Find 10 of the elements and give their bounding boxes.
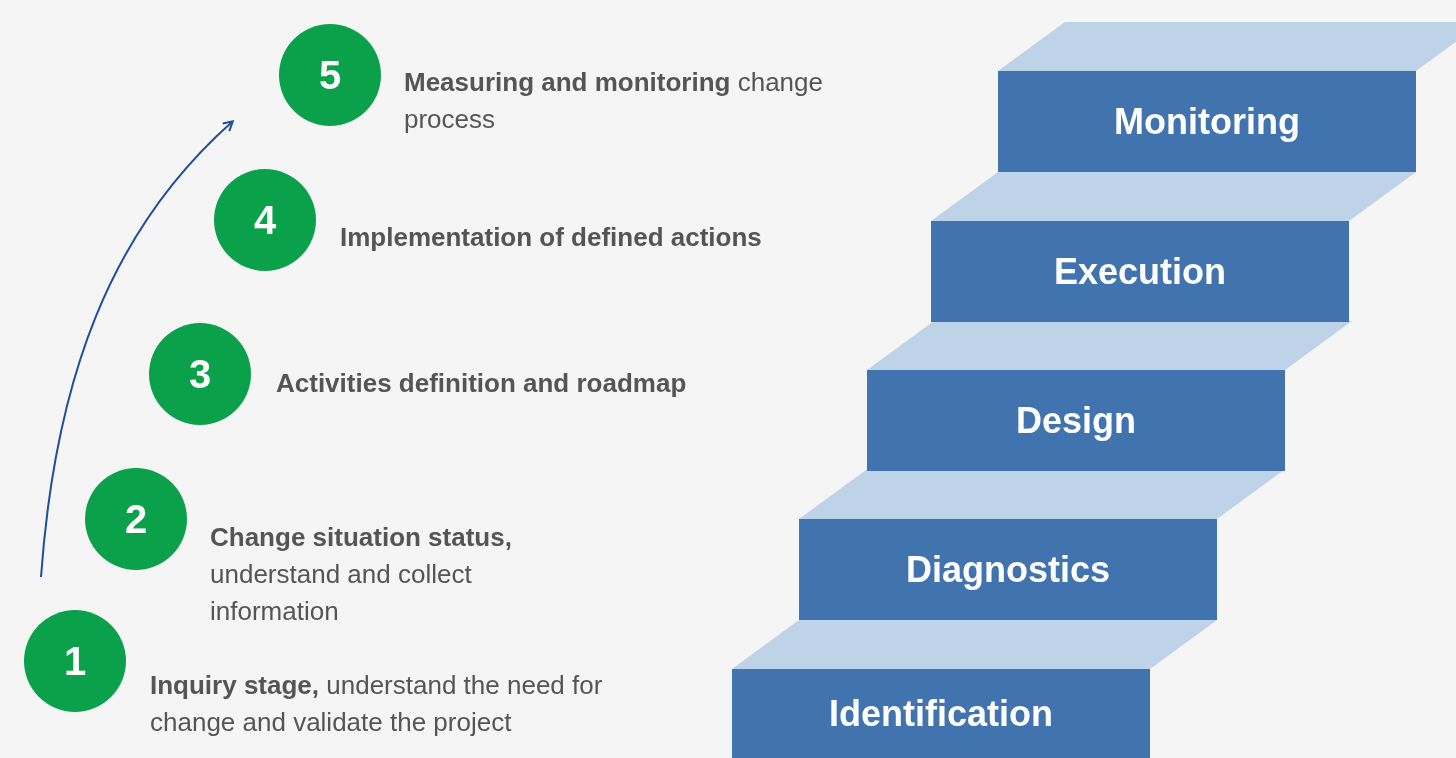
stair-step: Execution bbox=[931, 221, 1349, 322]
step-description: Activities definition and roadmap bbox=[276, 367, 688, 400]
step-description: Inquiry stage, understand the need for change and validate the project bbox=[150, 669, 604, 739]
stair-step: Monitoring bbox=[998, 71, 1416, 172]
step-description: Measuring and monitoring change process bbox=[404, 66, 824, 136]
stair-step: Design bbox=[867, 370, 1285, 471]
step-description: Change situation status, understand and collect information bbox=[210, 521, 513, 628]
step-description: Implementation of defined actions bbox=[340, 221, 763, 254]
stair-step: Identification bbox=[732, 669, 1150, 758]
stair-step: Diagnostics bbox=[799, 519, 1217, 620]
